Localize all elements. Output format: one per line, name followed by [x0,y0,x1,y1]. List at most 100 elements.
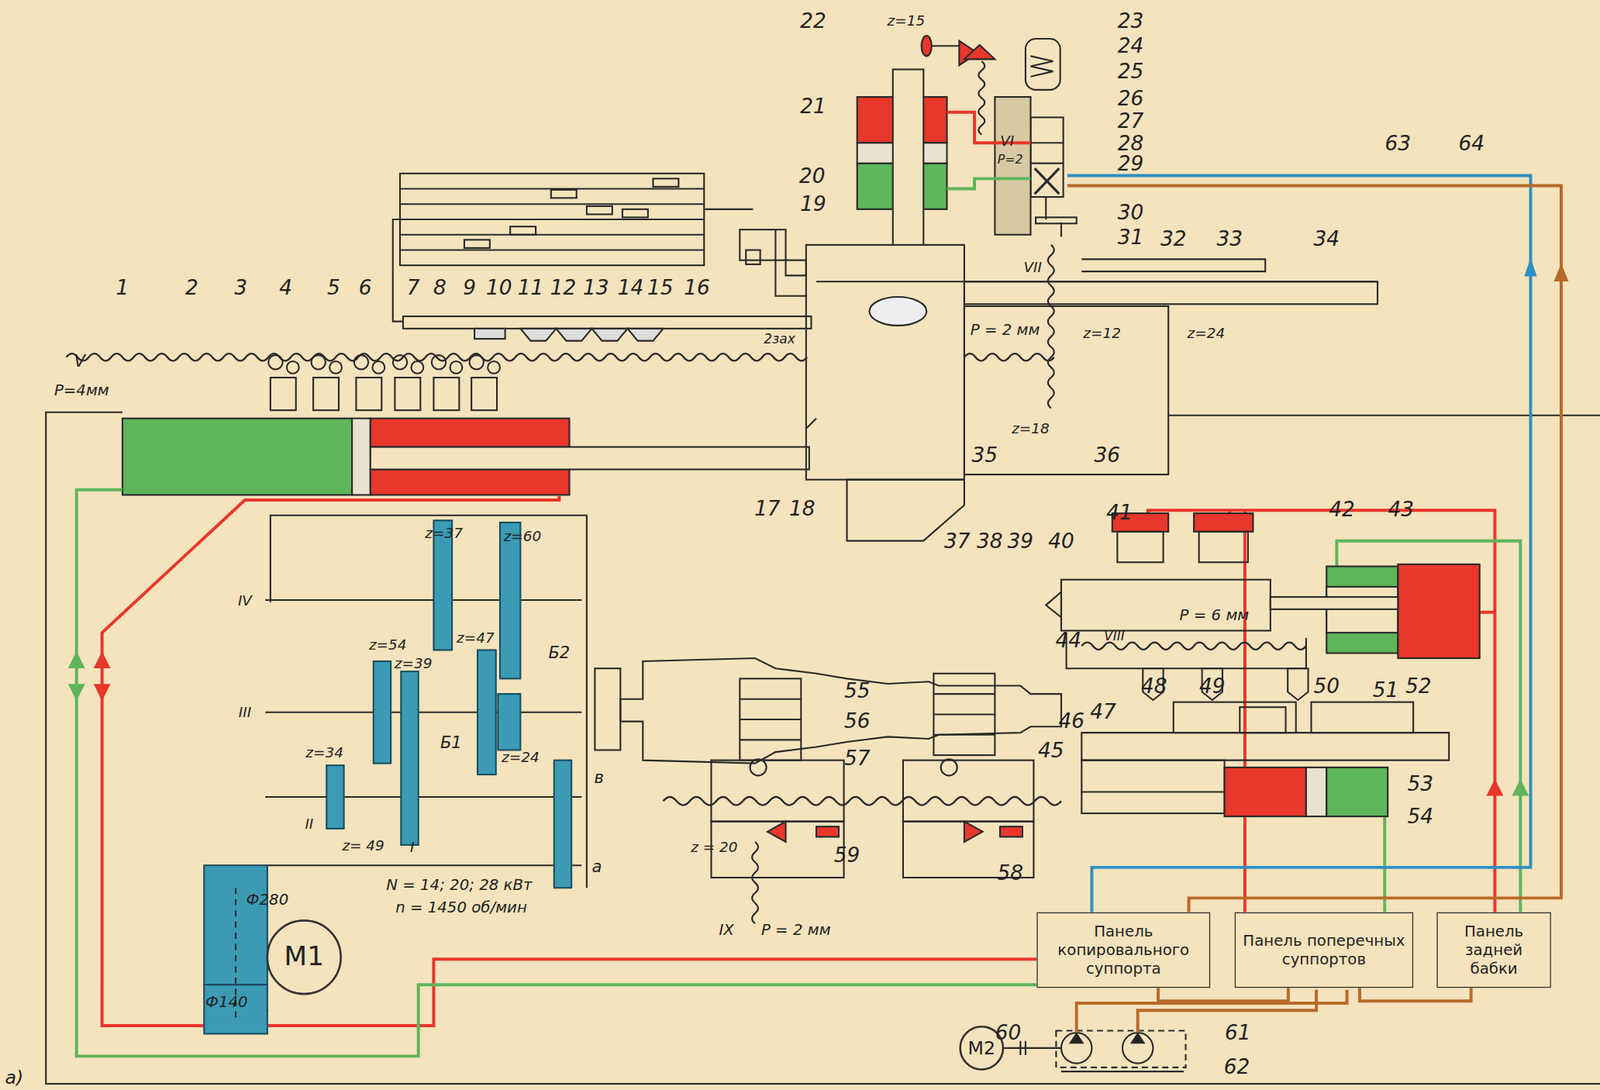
parameter-label: z = 20 [690,839,738,854]
flow-arrow [1555,265,1568,281]
callout-number: 38 [976,530,1004,551]
callout-number: 22 [800,10,827,31]
callout-number: 24 [1117,35,1145,56]
callout-number: 40 [1048,530,1075,551]
workpiece [594,658,1062,764]
motor-label: M2 [968,1037,997,1059]
callout-number: 39 [1007,530,1035,551]
supply-line [1076,989,1348,1033]
callout-number: 63 [1385,132,1412,153]
control-panel-box: Панель копировального суппорта [1036,912,1211,988]
parameter-label: VII [1023,260,1042,275]
callout-number: 9 [462,277,476,298]
tailstock [1045,513,1480,669]
parameter-label: z=37 [424,525,463,540]
callout-number: 54 [1407,806,1435,827]
callout-number: 10 [486,277,513,298]
callout-number: 28 [1117,132,1145,153]
panel-label: Панель задней бабки [1444,922,1545,978]
motor-label: M1 [284,941,325,973]
callout-number: 47 [1089,700,1117,721]
callout-number: 44 [1055,629,1082,650]
lead-screw [978,61,985,135]
lead-screw [964,353,1055,361]
callout-number: 25 [1117,61,1145,82]
callout-number: 1 [116,277,130,298]
flow-arrow [94,652,109,667]
parameter-label: P = 6 мм [1179,607,1250,624]
panel-label: Панель копировального суппорта [1044,922,1204,978]
callout-number: 32 [1160,228,1187,249]
parameter-label: N = 14; 20; 28 кВт [386,878,532,894]
cams [474,328,664,342]
parameter-label: z=15 [887,13,926,28]
parameter-label: z=24 [501,750,540,765]
piston-rod [370,447,810,470]
piston [351,418,371,496]
callout-number: 52 [1405,675,1432,696]
hydraulic-chamber [370,418,570,448]
copy-template [1081,258,1266,272]
parameter-label: z=47 [456,630,495,645]
callout-number: 17 [754,497,781,518]
callout-number: 48 [1141,675,1168,696]
hydraulic-chamber [122,418,352,496]
callout-number: 41 [1106,502,1133,523]
flow-arrow [1487,780,1502,795]
flow-arrow [1513,780,1528,795]
cross-slides [710,673,1034,878]
parameter-label: n = 1450 об/мин [395,900,528,917]
hydraulic-chamber [370,469,570,496]
parameter-label: III [238,705,252,720]
lead-screw [663,796,1062,806]
callout-number: 29 [1117,152,1145,173]
callout-number: 64 [1458,132,1485,153]
parameter-label: P = 2 мм [761,923,832,939]
callout-number: 57 [844,748,871,769]
parameter-label: z= 49 [341,837,384,852]
guide-bar [964,281,1378,304]
callout-number: 27 [1117,110,1145,131]
callout-number: 42 [1328,499,1356,520]
parameter-label: VI [1000,133,1014,148]
callout-number: 23 [1117,10,1145,31]
parameter-label: Ф140 [205,994,249,1011]
callout-number: 21 [800,96,827,117]
copy-slide [739,229,965,541]
cross-carriage [1081,668,1449,817]
flow-arrow [69,652,84,667]
callout-number: 3 [234,277,248,298]
callout-number: 56 [844,710,871,731]
callout-number: 4 [279,277,293,298]
control-line [1067,175,1532,912]
callout-number: 16 [683,277,711,298]
parameter-label: I [410,839,414,854]
callout-number: 31 [1117,226,1145,247]
tracer-valve [994,38,1076,237]
parameter-label: z=34 [305,744,344,759]
panel-label: Панель поперечных суппортов [1241,931,1407,969]
callout-number: 51 [1372,679,1400,700]
parameter-label: z=12 [1082,325,1121,340]
callout-number: 36 [1093,444,1121,466]
parameter-label: z=39 [394,655,433,670]
parameter-label: z=24 [1187,325,1226,340]
callout-number: 18 [789,497,816,518]
parameter-label: в [593,769,604,787]
lead-screw [1048,244,1055,409]
parameter-label: z=18 [1011,421,1050,436]
callout-number: 12 [550,277,577,298]
callout-number: 58 [996,862,1024,883]
callout-number: 34 [1313,228,1340,249]
parameter-label: IV [237,593,252,607]
parameter-label: P=4мм [54,382,110,399]
drain-line [76,178,1521,1056]
callout-number: 19 [800,193,827,214]
gear-housing [964,306,1169,475]
lead-screw [1081,642,1307,650]
parameter-label: z=60 [503,528,542,543]
parameter-label: IX [719,923,735,939]
parameter-label: z=54 [368,637,407,652]
